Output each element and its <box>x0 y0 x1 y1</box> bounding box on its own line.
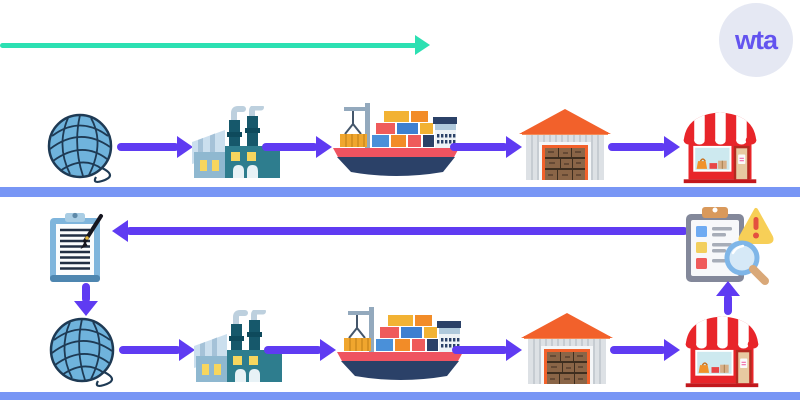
timeline-arrow <box>0 35 430 55</box>
warehouse-icon <box>519 108 611 180</box>
wta-logo-text: wta <box>734 24 778 55</box>
flow-arrow-ship-to-warehouse <box>450 134 522 160</box>
cargo-ship-icon <box>336 302 464 384</box>
factory-icon <box>192 106 280 178</box>
arrow-right-icon <box>320 339 336 361</box>
factory-icon <box>194 310 282 382</box>
arrow-right-icon <box>179 339 195 361</box>
connector-arrow-store-to-audit <box>715 281 741 315</box>
cargo-ship-icon <box>332 98 460 180</box>
flow-arrow-yarn-to-factory <box>117 134 193 160</box>
flow-arrow-factory-to-ship <box>264 337 336 363</box>
arrow-right-icon <box>664 339 680 361</box>
timeline-arrow-line <box>0 42 417 48</box>
audit-report-icon <box>682 202 776 288</box>
order-clipboard-icon <box>46 209 110 285</box>
arrow-up-icon <box>716 281 740 296</box>
flow-arrow-warehouse-to-store <box>610 337 680 363</box>
connector-arrow-clipboard-to-yarn <box>73 283 99 316</box>
arrow-right-icon <box>506 136 522 158</box>
return-arrow-audit-to-clipboard <box>112 218 688 244</box>
wta-logo: wta <box>719 3 793 77</box>
arrow-left-icon <box>112 220 128 242</box>
arrow-right-icon <box>177 136 193 158</box>
warehouse-icon <box>521 312 613 384</box>
flow-arrow-yarn-to-factory <box>119 337 195 363</box>
retail-store-icon <box>680 308 764 388</box>
flow-arrow-ship-to-warehouse <box>452 337 522 363</box>
flow-arrow-factory-to-ship <box>262 134 332 160</box>
bottom-bar <box>0 392 800 400</box>
retail-store-icon <box>678 104 762 184</box>
yarn-icon <box>48 314 120 388</box>
arrow-down-icon <box>74 301 98 316</box>
divider-bar <box>0 187 800 197</box>
arrow-right-icon <box>415 35 430 55</box>
arrow-right-icon <box>316 136 332 158</box>
yarn-icon <box>46 110 118 184</box>
arrow-right-icon <box>506 339 522 361</box>
arrow-right-icon <box>664 136 680 158</box>
flow-arrow-warehouse-to-store <box>608 134 680 160</box>
